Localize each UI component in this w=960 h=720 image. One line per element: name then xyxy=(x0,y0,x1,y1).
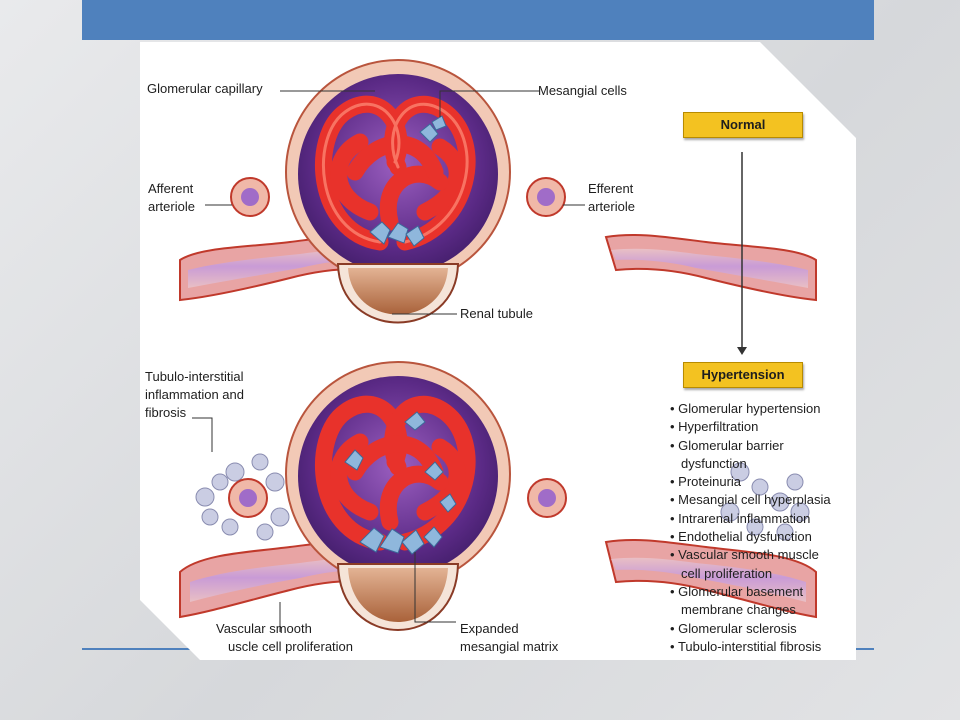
label-glomerular-capillary: Glomerular capillary xyxy=(147,81,263,96)
slide-header-bar xyxy=(82,0,874,40)
label-renal-tubule: Renal tubule xyxy=(460,306,533,321)
label-mesangial-cells: Mesangial cells xyxy=(538,83,627,98)
progression-arrow xyxy=(737,152,747,355)
mesangial-cell-cluster xyxy=(369,115,447,247)
stage-normal-box: Normal xyxy=(683,112,803,138)
effect-item: Glomerular barrier dysfunction xyxy=(670,437,831,474)
effect-item: Glomerular sclerosis xyxy=(670,620,831,638)
effect-item: Tubulo-interstitial fibrosis xyxy=(670,638,831,656)
effect-item: Glomerular hypertension xyxy=(670,400,831,418)
normal-glomerulus xyxy=(179,59,817,324)
hypertensive-glomerulus xyxy=(179,361,817,631)
effect-item: Endothelial dysfunction xyxy=(670,528,831,546)
effect-item: Vascular smooth muscle cell proliferatio… xyxy=(670,546,831,583)
leader-lines xyxy=(192,90,585,632)
glomerulus-illustration xyxy=(179,59,817,632)
efferent-lumen xyxy=(611,248,808,288)
effect-item: Proteinuria xyxy=(670,473,831,491)
stage-hypertension-box: Hypertension xyxy=(683,362,803,388)
effect-item: Intrarenal inflammation xyxy=(670,510,831,528)
effect-item: Glomerular basement membrane changes xyxy=(670,583,831,620)
hypertension-effects-list: Glomerular hypertension Hyperfiltration … xyxy=(670,400,831,656)
effect-item: Mesangial cell hyperplasia xyxy=(670,491,830,509)
proliferating-mesangial-cells xyxy=(344,411,457,555)
effect-item: Hyperfiltration xyxy=(670,418,831,436)
